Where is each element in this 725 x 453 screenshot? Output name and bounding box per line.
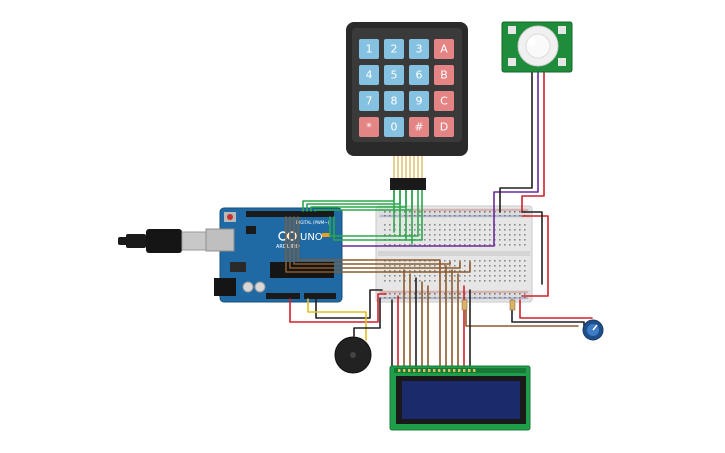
keypad-key-label: 6 [416, 69, 423, 82]
lcd-16x2-display [389, 365, 531, 431]
keypad-key[interactable]: D [434, 117, 454, 137]
breadboard-holes [384, 211, 526, 299]
keypad-key[interactable]: 3 [409, 39, 429, 59]
keypad-key[interactable]: 7 [359, 91, 379, 111]
keypad-key-label: A [440, 43, 448, 56]
resistor [509, 299, 516, 311]
arduino-model-label: UNO [300, 232, 323, 243]
keypad-key-label: 8 [391, 95, 398, 108]
keypad-key[interactable]: 4 [359, 65, 379, 85]
keypad-key-label: B [440, 69, 448, 82]
keypad-key[interactable]: C [434, 91, 454, 111]
arduino-uno-board: UNO ARDUINO DIGITAL (PWM~) [205, 207, 343, 303]
arduino-header-label: DIGITAL (PWM~) [296, 220, 330, 225]
keypad-key-label: 3 [416, 43, 423, 56]
keypad-key[interactable]: 1 [359, 39, 379, 59]
keypad-key-label: 0 [391, 121, 398, 134]
keypad-key-label: 2 [391, 43, 398, 56]
keypad-key[interactable]: A [434, 39, 454, 59]
keypad-key[interactable]: 0 [384, 117, 404, 137]
keypad-key-label: # [414, 121, 423, 134]
keypad-key-label: 4 [366, 69, 373, 82]
keypad-key[interactable]: # [409, 117, 429, 137]
usb-cable-icon [118, 229, 209, 253]
buzzer-icon [334, 336, 372, 374]
keypad-key[interactable]: 2 [384, 39, 404, 59]
keypad-key-label: C [440, 95, 448, 108]
keypad-key-label: * [366, 121, 372, 134]
arduino-brand-label: ARDUINO [276, 244, 300, 250]
keypad-key-label: 5 [391, 69, 398, 82]
keypad-key[interactable]: 5 [384, 65, 404, 85]
resistor [461, 299, 468, 311]
keypad-4x4: 1 2 3 A 4 5 6 B 7 8 9 C * 0 # D [346, 22, 468, 190]
keypad-keys: 1 2 3 A 4 5 6 B 7 8 9 C * 0 # D [359, 39, 454, 137]
keypad-key-label: D [440, 121, 448, 134]
keypad-ribbon [390, 156, 426, 190]
keypad-key-label: 9 [416, 95, 423, 108]
keypad-key-label: 1 [366, 43, 373, 56]
pir-sensor-icon [501, 21, 573, 73]
keypad-key[interactable]: 9 [409, 91, 429, 111]
keypad-key[interactable]: B [434, 65, 454, 85]
potentiometer-icon [582, 319, 604, 341]
breadboard [375, 205, 533, 303]
keypad-key[interactable]: 8 [384, 91, 404, 111]
keypad-key[interactable]: 6 [409, 65, 429, 85]
keypad-key[interactable]: * [359, 117, 379, 137]
keypad-key-label: 7 [366, 95, 373, 108]
